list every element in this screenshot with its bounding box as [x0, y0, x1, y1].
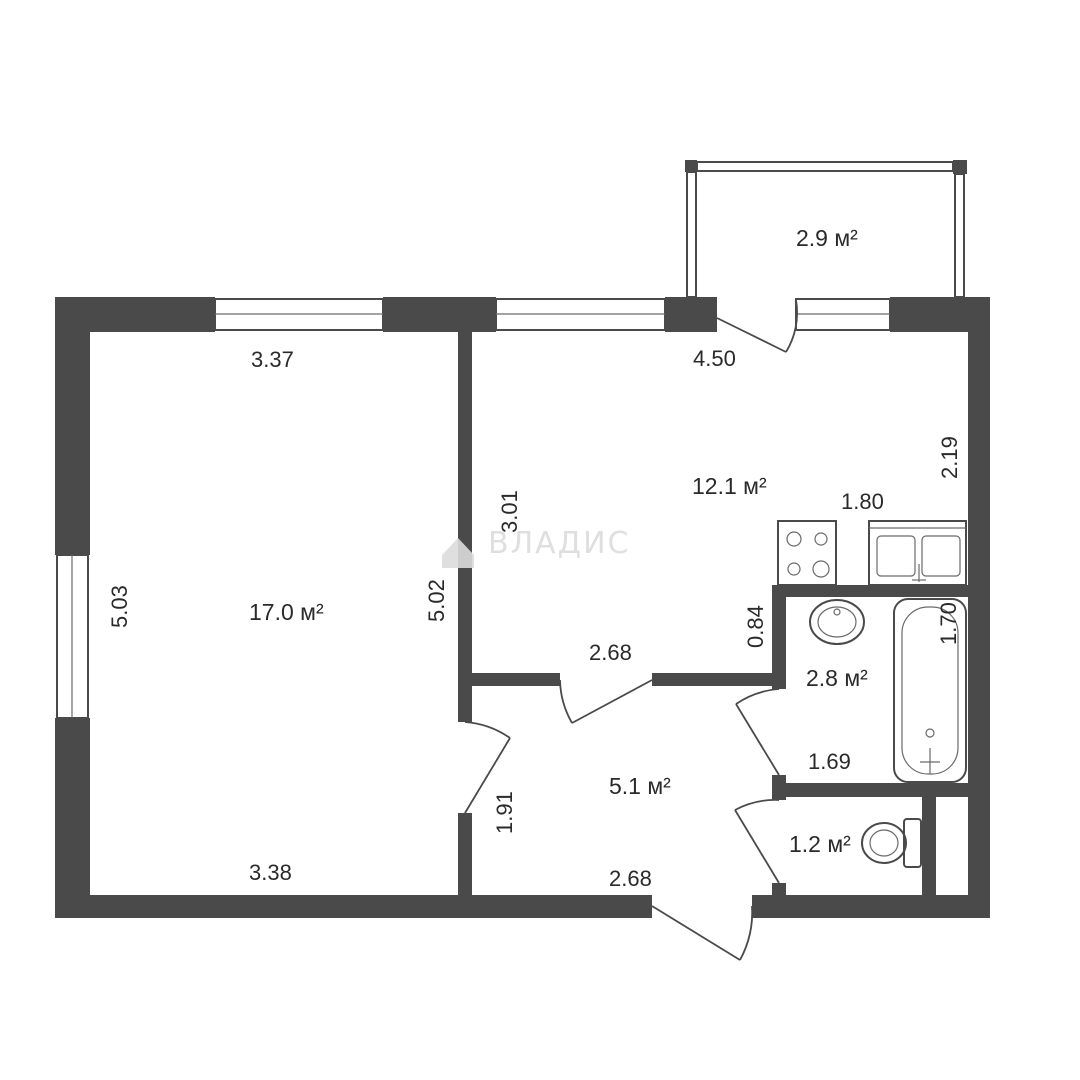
- dim-counter: 1.80: [841, 489, 884, 514]
- dim-kitchen-left: 3.01: [497, 490, 522, 533]
- door-balcony: [716, 299, 798, 353]
- door-bathroom: [735, 688, 780, 776]
- house-icon: [442, 538, 474, 568]
- bottom-wall-right: [752, 895, 990, 918]
- door-kitchen: [559, 679, 653, 724]
- balcony-railing-top: [696, 161, 954, 172]
- balcony-railing-left: [686, 171, 697, 298]
- dim-niche: 0.84: [743, 605, 768, 648]
- left-wall-lower: [55, 718, 90, 918]
- dim-hall-bottom: 2.68: [609, 866, 652, 891]
- door-entrance: [651, 905, 754, 961]
- wall-toilet-left-lower: [772, 883, 786, 895]
- area-labels: 17.0 м² 12.1 м² 2.9 м² 5.1 м² 2.8 м² 1.2…: [249, 225, 868, 857]
- wall-living-hall-lower: [458, 813, 472, 895]
- wall-living-kitchen: [458, 332, 472, 722]
- wall-kitchen-hall-right: [652, 673, 778, 686]
- wall-bathroom-left-upper: [772, 585, 786, 689]
- toilet-icon: [861, 818, 922, 868]
- dim-living-bottom: 3.38: [249, 860, 292, 885]
- left-wall-upper: [55, 297, 90, 555]
- wall-bathroom-top: [772, 585, 968, 597]
- top-wall-kitchen: [665, 297, 717, 332]
- dim-living-right: 5.02: [424, 579, 449, 622]
- hall-area: 5.1 м²: [609, 773, 671, 799]
- wall-toilet-right: [922, 797, 936, 895]
- watermark-text: ВЛАДИС: [488, 526, 631, 561]
- wall-bath-toilet: [772, 783, 968, 797]
- toilet-area: 1.2 м²: [789, 831, 851, 857]
- bathtub-icon: [893, 598, 967, 783]
- top-wall-mid: [383, 297, 496, 332]
- dim-bath-height: 1.70: [936, 602, 961, 645]
- kitchen-area: 12.1 м²: [692, 473, 767, 499]
- balcony-area: 2.9 м²: [796, 225, 858, 251]
- dimension-labels: 3.37 3.38 5.03 5.02 4.50 3.01 2.19 1.80 …: [107, 346, 962, 891]
- dim-kitchen-top: 4.50: [693, 346, 736, 371]
- living-room-area: 17.0 м²: [249, 599, 324, 625]
- dim-living-top: 3.37: [251, 347, 294, 372]
- wall-kitchen-hall-left: [472, 673, 560, 686]
- doors: [464, 299, 798, 961]
- washbasin-icon: [809, 599, 865, 645]
- dim-kitchen-bottom: 2.68: [589, 640, 632, 665]
- door-living: [464, 721, 511, 814]
- interior-walls: [458, 332, 968, 895]
- bottom-wall-left: [55, 895, 652, 918]
- outer-walls: [55, 297, 990, 918]
- balcony-railing-right: [954, 173, 965, 298]
- kitchen-sink-icon: [868, 520, 967, 586]
- balcony: [685, 160, 967, 298]
- dim-kitchen-right: 2.19: [937, 436, 962, 479]
- windows: [56, 298, 891, 719]
- dim-living-left: 5.03: [107, 585, 132, 628]
- door-toilet: [734, 799, 780, 884]
- dim-hall-left: 1.91: [492, 791, 517, 834]
- stove-icon: [777, 520, 837, 586]
- watermark: ВЛАДИС: [442, 526, 631, 568]
- right-wall: [968, 297, 990, 918]
- dim-bath-width: 1.69: [808, 749, 851, 774]
- bathroom-area: 2.8 м²: [806, 665, 868, 691]
